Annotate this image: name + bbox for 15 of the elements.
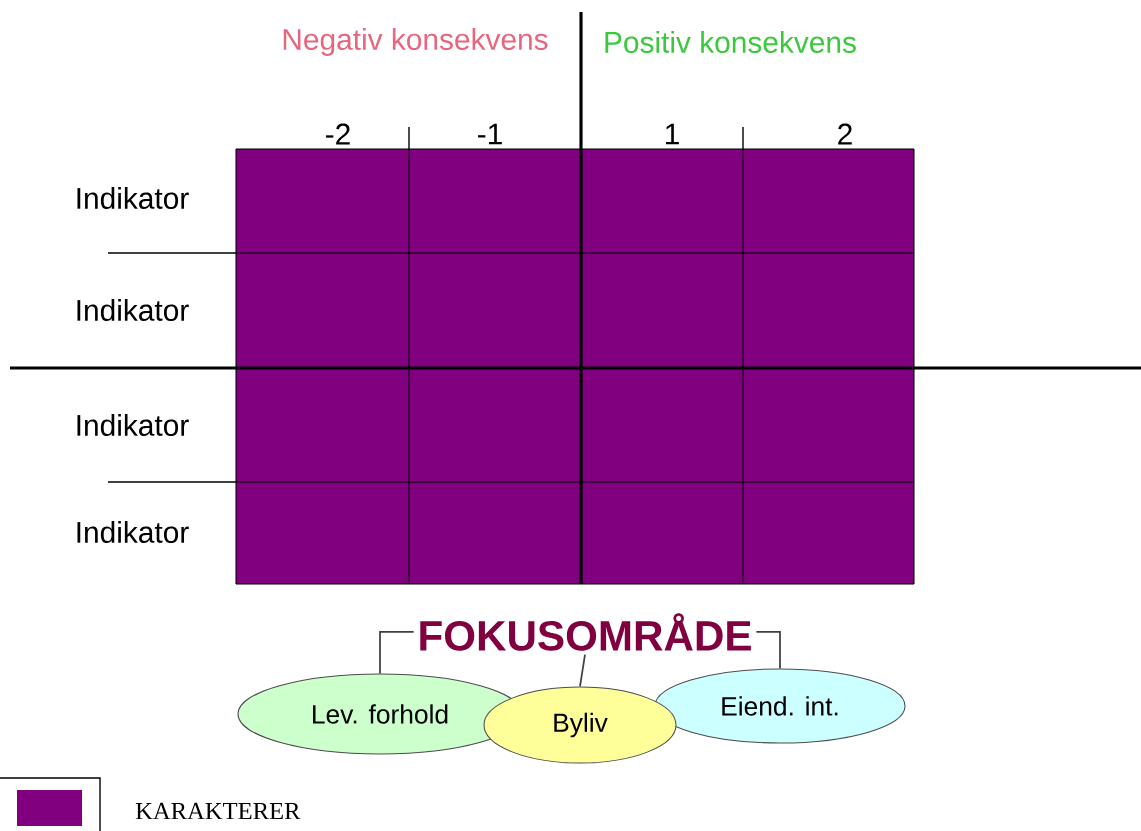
scale-label: -2 <box>326 123 350 145</box>
legend-label: KARAKTERER <box>135 802 301 820</box>
bracket-line <box>579 653 586 688</box>
row-label: Indikator <box>77 187 189 209</box>
row-label: Indikator <box>77 521 189 543</box>
header-label: Negativ konsekvens <box>283 28 548 56</box>
row-label: Indikator <box>77 299 189 321</box>
row-label: Indikator <box>77 414 189 436</box>
header-label: Positiv konsekvens <box>605 31 856 53</box>
scale-label: 1 <box>666 123 679 145</box>
bracket-line <box>379 631 415 675</box>
bracket-line <box>755 631 781 670</box>
heading-text: FOKUSOMRÅDE <box>420 613 751 651</box>
scale-label: -1 <box>478 123 502 145</box>
scale-label: 2 <box>838 123 852 145</box>
